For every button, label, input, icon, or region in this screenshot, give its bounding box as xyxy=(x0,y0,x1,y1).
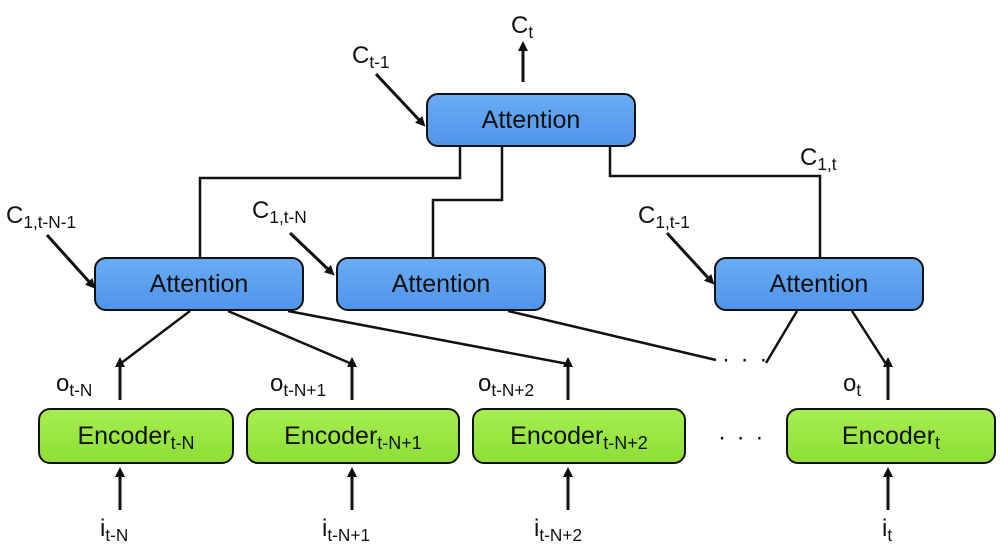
label-c1-tN1: C1,t-N-1 xyxy=(6,202,77,232)
link-right-attention-to-dots xyxy=(764,310,799,364)
attention-left-label: Attention xyxy=(149,269,249,298)
label-c1-t1: C1,t-1 xyxy=(638,202,690,232)
label-o3: ot-N+2 xyxy=(478,370,535,400)
label-i2: it-N+1 xyxy=(322,515,371,545)
label-o4: ot xyxy=(843,370,862,400)
arrow-c1-tN1-in xyxy=(45,233,96,289)
label-c1-tN: C1,t-N xyxy=(252,197,307,227)
arrow-c1-tN-in xyxy=(288,231,335,276)
attention-top-label: Attention xyxy=(481,105,581,134)
link-right-attention-to-ot xyxy=(850,310,888,365)
attention-top-box: Attention xyxy=(426,93,636,147)
attention-left-box: Attention xyxy=(94,257,304,311)
label-i1: it-N xyxy=(100,515,129,545)
ellipsis-lines: · · · xyxy=(722,346,770,373)
attention-right-label: Attention xyxy=(769,269,869,298)
label-o2: ot-N+1 xyxy=(270,370,327,400)
link-left-attention-to-o1 xyxy=(119,310,191,365)
attention-mid-box: Attention xyxy=(336,257,546,311)
link-mid-attention-to-dots xyxy=(507,309,717,362)
link-top-to-right-attention xyxy=(608,147,822,258)
label-ct: Ct xyxy=(511,12,534,42)
label-i4: it xyxy=(882,515,893,545)
encoder-box-4: Encodert xyxy=(786,408,996,464)
label-i3: it-N+2 xyxy=(534,515,583,545)
link-top-to-mid-attention xyxy=(431,147,504,258)
link-left-attention-to-o2 xyxy=(227,309,353,366)
encoder-box-3: Encodert-N+2 xyxy=(472,408,686,464)
ellipsis-encoders: · · · xyxy=(718,424,766,451)
encoder-4-label: Encodert xyxy=(841,421,941,453)
encoder-box-2: Encodert-N+1 xyxy=(246,408,460,464)
attention-mid-label: Attention xyxy=(391,269,491,298)
encoder-box-1: Encodert-N xyxy=(38,408,234,464)
arrow-c1-t1-in xyxy=(665,231,715,285)
link-top-to-left-attention xyxy=(198,147,462,258)
link-left-attention-to-o3 xyxy=(287,309,569,366)
encoder-2-label: Encodert-N+1 xyxy=(284,421,422,453)
encoder-3-label: Encodert-N+2 xyxy=(510,421,648,453)
label-c1-t: C1,t xyxy=(800,144,837,174)
arrow-ct-minus-1-in xyxy=(374,72,426,127)
attention-right-box: Attention xyxy=(714,257,924,311)
label-ct-minus-1: Ct-1 xyxy=(352,42,390,72)
encoder-1-label: Encodert-N xyxy=(77,421,195,453)
label-o1: ot-N xyxy=(56,370,93,400)
